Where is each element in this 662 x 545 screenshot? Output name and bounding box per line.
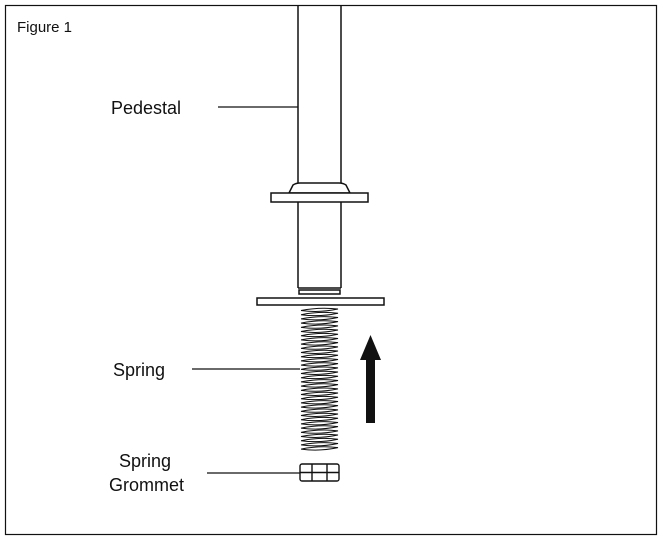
spring-coil <box>300 383 339 388</box>
grommet-label-line1: Spring <box>119 451 171 471</box>
spring-coil <box>300 349 339 354</box>
spring-coil <box>300 337 339 342</box>
spring-coil <box>300 320 339 325</box>
spring-coil <box>300 370 339 375</box>
spring-coil <box>300 374 339 380</box>
spring-coil <box>300 442 339 447</box>
spring-coil <box>300 307 339 312</box>
spring-coil <box>300 353 339 359</box>
spring-coil <box>300 400 339 405</box>
spring-coil <box>300 425 339 430</box>
spring-coil <box>300 433 339 438</box>
spring-coil <box>300 408 339 413</box>
spring-coil <box>300 358 339 363</box>
spring-coil <box>300 412 339 417</box>
spring-coil <box>300 324 339 329</box>
pedestal-base-plate <box>256 297 385 306</box>
spring-coil <box>300 362 339 367</box>
pedestal-upper-tube <box>297 6 342 184</box>
spring-coil <box>300 416 339 422</box>
spring-coil <box>300 395 339 401</box>
spring-label: Spring <box>113 360 165 380</box>
spring-coil <box>300 404 339 409</box>
spring-coil <box>300 316 339 321</box>
figure-caption: Figure 1 <box>17 19 72 36</box>
spring-coil <box>300 391 339 396</box>
spring-coil <box>300 366 339 371</box>
spring-coil <box>300 387 339 392</box>
arrow-up-icon <box>360 335 381 423</box>
spring-coil <box>300 446 339 451</box>
pedestal-label: Pedestal <box>111 98 181 118</box>
figure-frame <box>4 4 658 536</box>
spring-coil <box>300 437 339 443</box>
spring-coil <box>300 341 339 346</box>
spring-coil <box>300 345 339 350</box>
pedestal-collar <box>270 182 369 203</box>
spring-coil <box>300 379 339 384</box>
spring-coil <box>300 332 339 338</box>
spring-coil <box>300 429 339 434</box>
pedestal-lower-tube <box>297 202 342 295</box>
spring-coil <box>300 311 339 317</box>
grommet-label-line2: Grommet <box>109 475 184 495</box>
spring-grommet <box>299 463 340 482</box>
spring-coil <box>300 328 339 333</box>
spring <box>300 307 339 451</box>
spring-coil <box>300 421 339 426</box>
